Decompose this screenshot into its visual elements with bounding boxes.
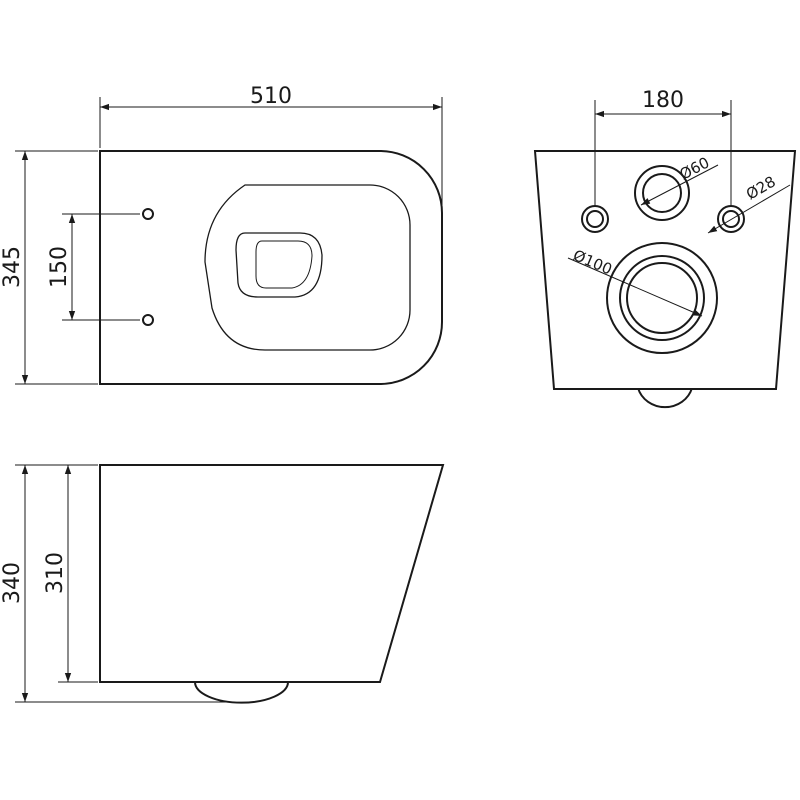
mounting-hole-top xyxy=(142,208,154,220)
bolt-spacing-dimension-label: 180 xyxy=(642,88,684,113)
bolt-diameter-leader xyxy=(707,184,791,234)
total-height-dimension-label: 340 xyxy=(0,562,25,604)
top-view: 510 345 150 xyxy=(0,84,443,385)
top-view-outline xyxy=(99,150,443,385)
depth-dimension-label: 345 xyxy=(0,246,25,288)
mounting-hole-bottom xyxy=(142,314,154,326)
outlet-diameter-leader xyxy=(567,257,703,317)
hole-spacing-dimension-label: 150 xyxy=(47,246,72,288)
outlet-pipe-bottom xyxy=(637,387,693,409)
rear-view: 180 Ø60 Ø28 Ø100 xyxy=(533,88,797,409)
outlet-inner-ring xyxy=(626,262,698,334)
side-view: 340 310 xyxy=(0,464,445,704)
width-dimension-label: 510 xyxy=(250,84,292,109)
body-height-dimension-label: 310 xyxy=(43,552,68,594)
flush-opening-inner xyxy=(255,240,313,289)
side-outlet-pipe xyxy=(194,681,289,704)
bolt-left-inner xyxy=(586,210,604,228)
flush-opening xyxy=(235,232,323,298)
inlet-diameter-leader xyxy=(640,164,719,206)
inlet-inner-ring xyxy=(642,173,682,213)
side-view-outline xyxy=(99,464,445,683)
bowl-rim-outline xyxy=(204,184,411,351)
